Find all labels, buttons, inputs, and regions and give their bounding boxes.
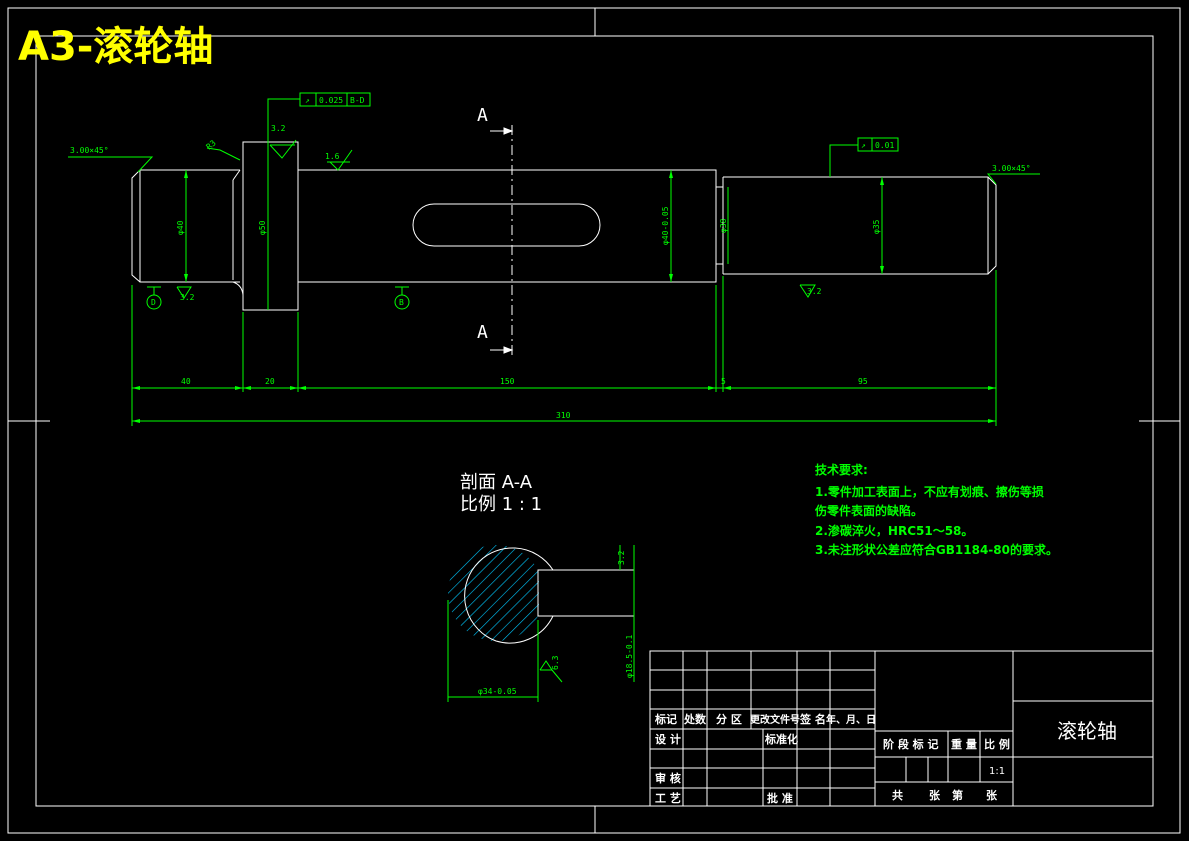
section-roughness-top: 3.2 <box>617 550 626 565</box>
dia-right: φ35 <box>872 219 881 234</box>
runout-right-symbol: ↗ <box>861 141 866 150</box>
drawing-title: A3-滚轮轴 <box>18 24 213 70</box>
tb-sheets: 共 <box>892 788 903 802</box>
section-title-2: 比例 1 : 1 <box>460 494 542 515</box>
dia-collar: φ50 <box>258 220 267 235</box>
dimension-lines <box>68 92 1040 426</box>
tb-h-zone: 分 区 <box>716 712 742 726</box>
tb-h-doc: 更改文件号 <box>750 713 800 726</box>
dim-seg4: 5 <box>721 377 726 386</box>
section-profile <box>448 545 635 644</box>
tech-line-2: 伤零件表面的缺陷。 <box>814 503 923 518</box>
dia-groove: φ38 <box>719 218 728 233</box>
tech-heading: 技术要求: <box>815 462 868 477</box>
runout-right-value: 0.01 <box>875 141 894 150</box>
runout-left-datum: B-D <box>350 96 365 105</box>
dim-total: 310 <box>556 411 571 420</box>
section-mark-bottom: A <box>477 322 488 343</box>
section-dimensions <box>447 545 635 702</box>
tb-h-count: 处数 <box>683 712 707 726</box>
section-keyway-dim: φ18.5-0.1 <box>625 634 634 678</box>
chamfer-right-label: 3.00×45° <box>992 164 1031 173</box>
tb-part-name: 滚轮轴 <box>1057 719 1117 743</box>
tb-sheets-unit: 张 <box>929 788 941 802</box>
tb-stage: 阶 段 标 记 <box>883 737 939 751</box>
tb-scale: 1:1 <box>989 766 1005 777</box>
roughness-right: 3.2 <box>807 287 822 296</box>
tb-standardize: 标准化 <box>764 732 798 746</box>
roughness-left: 3.2 <box>180 293 195 302</box>
tb-weight: 重 量 <box>951 737 977 751</box>
tb-sheet-no: 第 <box>952 788 963 802</box>
shaft-outline <box>131 141 997 311</box>
tb-h-date: 年、月、日 <box>826 713 876 726</box>
runout-left-value: 0.025 <box>319 96 343 105</box>
datum-d: D <box>151 298 156 307</box>
tb-h-sign: 签 名 <box>799 712 826 726</box>
title-block <box>649 650 1154 807</box>
roughness-keyway: 1.6 <box>325 152 340 161</box>
dim-seg3: 150 <box>500 377 515 386</box>
tech-line-1: 1.零件加工表面上，不应有划痕、擦伤等损 <box>815 484 1044 499</box>
dia-left: φ40 <box>176 220 185 235</box>
chamfer-left-label: 3.00×45° <box>70 146 109 155</box>
section-arrows <box>490 127 514 354</box>
runout-left-symbol: ↗ <box>305 96 310 105</box>
tech-line-3: 2.渗碳淬火，HRC51～58。 <box>815 523 973 538</box>
section-dia: φ34-0.05 <box>478 687 517 696</box>
tech-line-4: 3.未注形状公差应符合GB1184-80的要求。 <box>815 542 1058 557</box>
dim-seg5: 95 <box>858 377 868 386</box>
dim-seg1: 40 <box>181 377 191 386</box>
dimension-arrows <box>132 170 996 423</box>
dim-seg2: 20 <box>265 377 275 386</box>
tb-h-mark: 标记 <box>654 712 677 726</box>
section-roughness-bottom: 6.3 <box>551 655 560 670</box>
tb-approve: 批 准 <box>767 791 793 805</box>
section-title-1: 剖面 A-A <box>460 472 533 493</box>
tb-review: 审 核 <box>655 771 681 785</box>
tb-sheet-unit: 张 <box>986 788 998 802</box>
tb-scale-label: 比 例 <box>984 737 1010 751</box>
section-mark-top: A <box>477 105 488 126</box>
tb-process: 工 艺 <box>655 791 681 805</box>
roughness-collar: 3.2 <box>271 124 286 133</box>
dia-middle: φ40-0.05 <box>661 206 670 245</box>
datum-b: B <box>399 298 404 307</box>
center-marks <box>8 8 1180 833</box>
tb-design: 设 计 <box>655 732 681 746</box>
